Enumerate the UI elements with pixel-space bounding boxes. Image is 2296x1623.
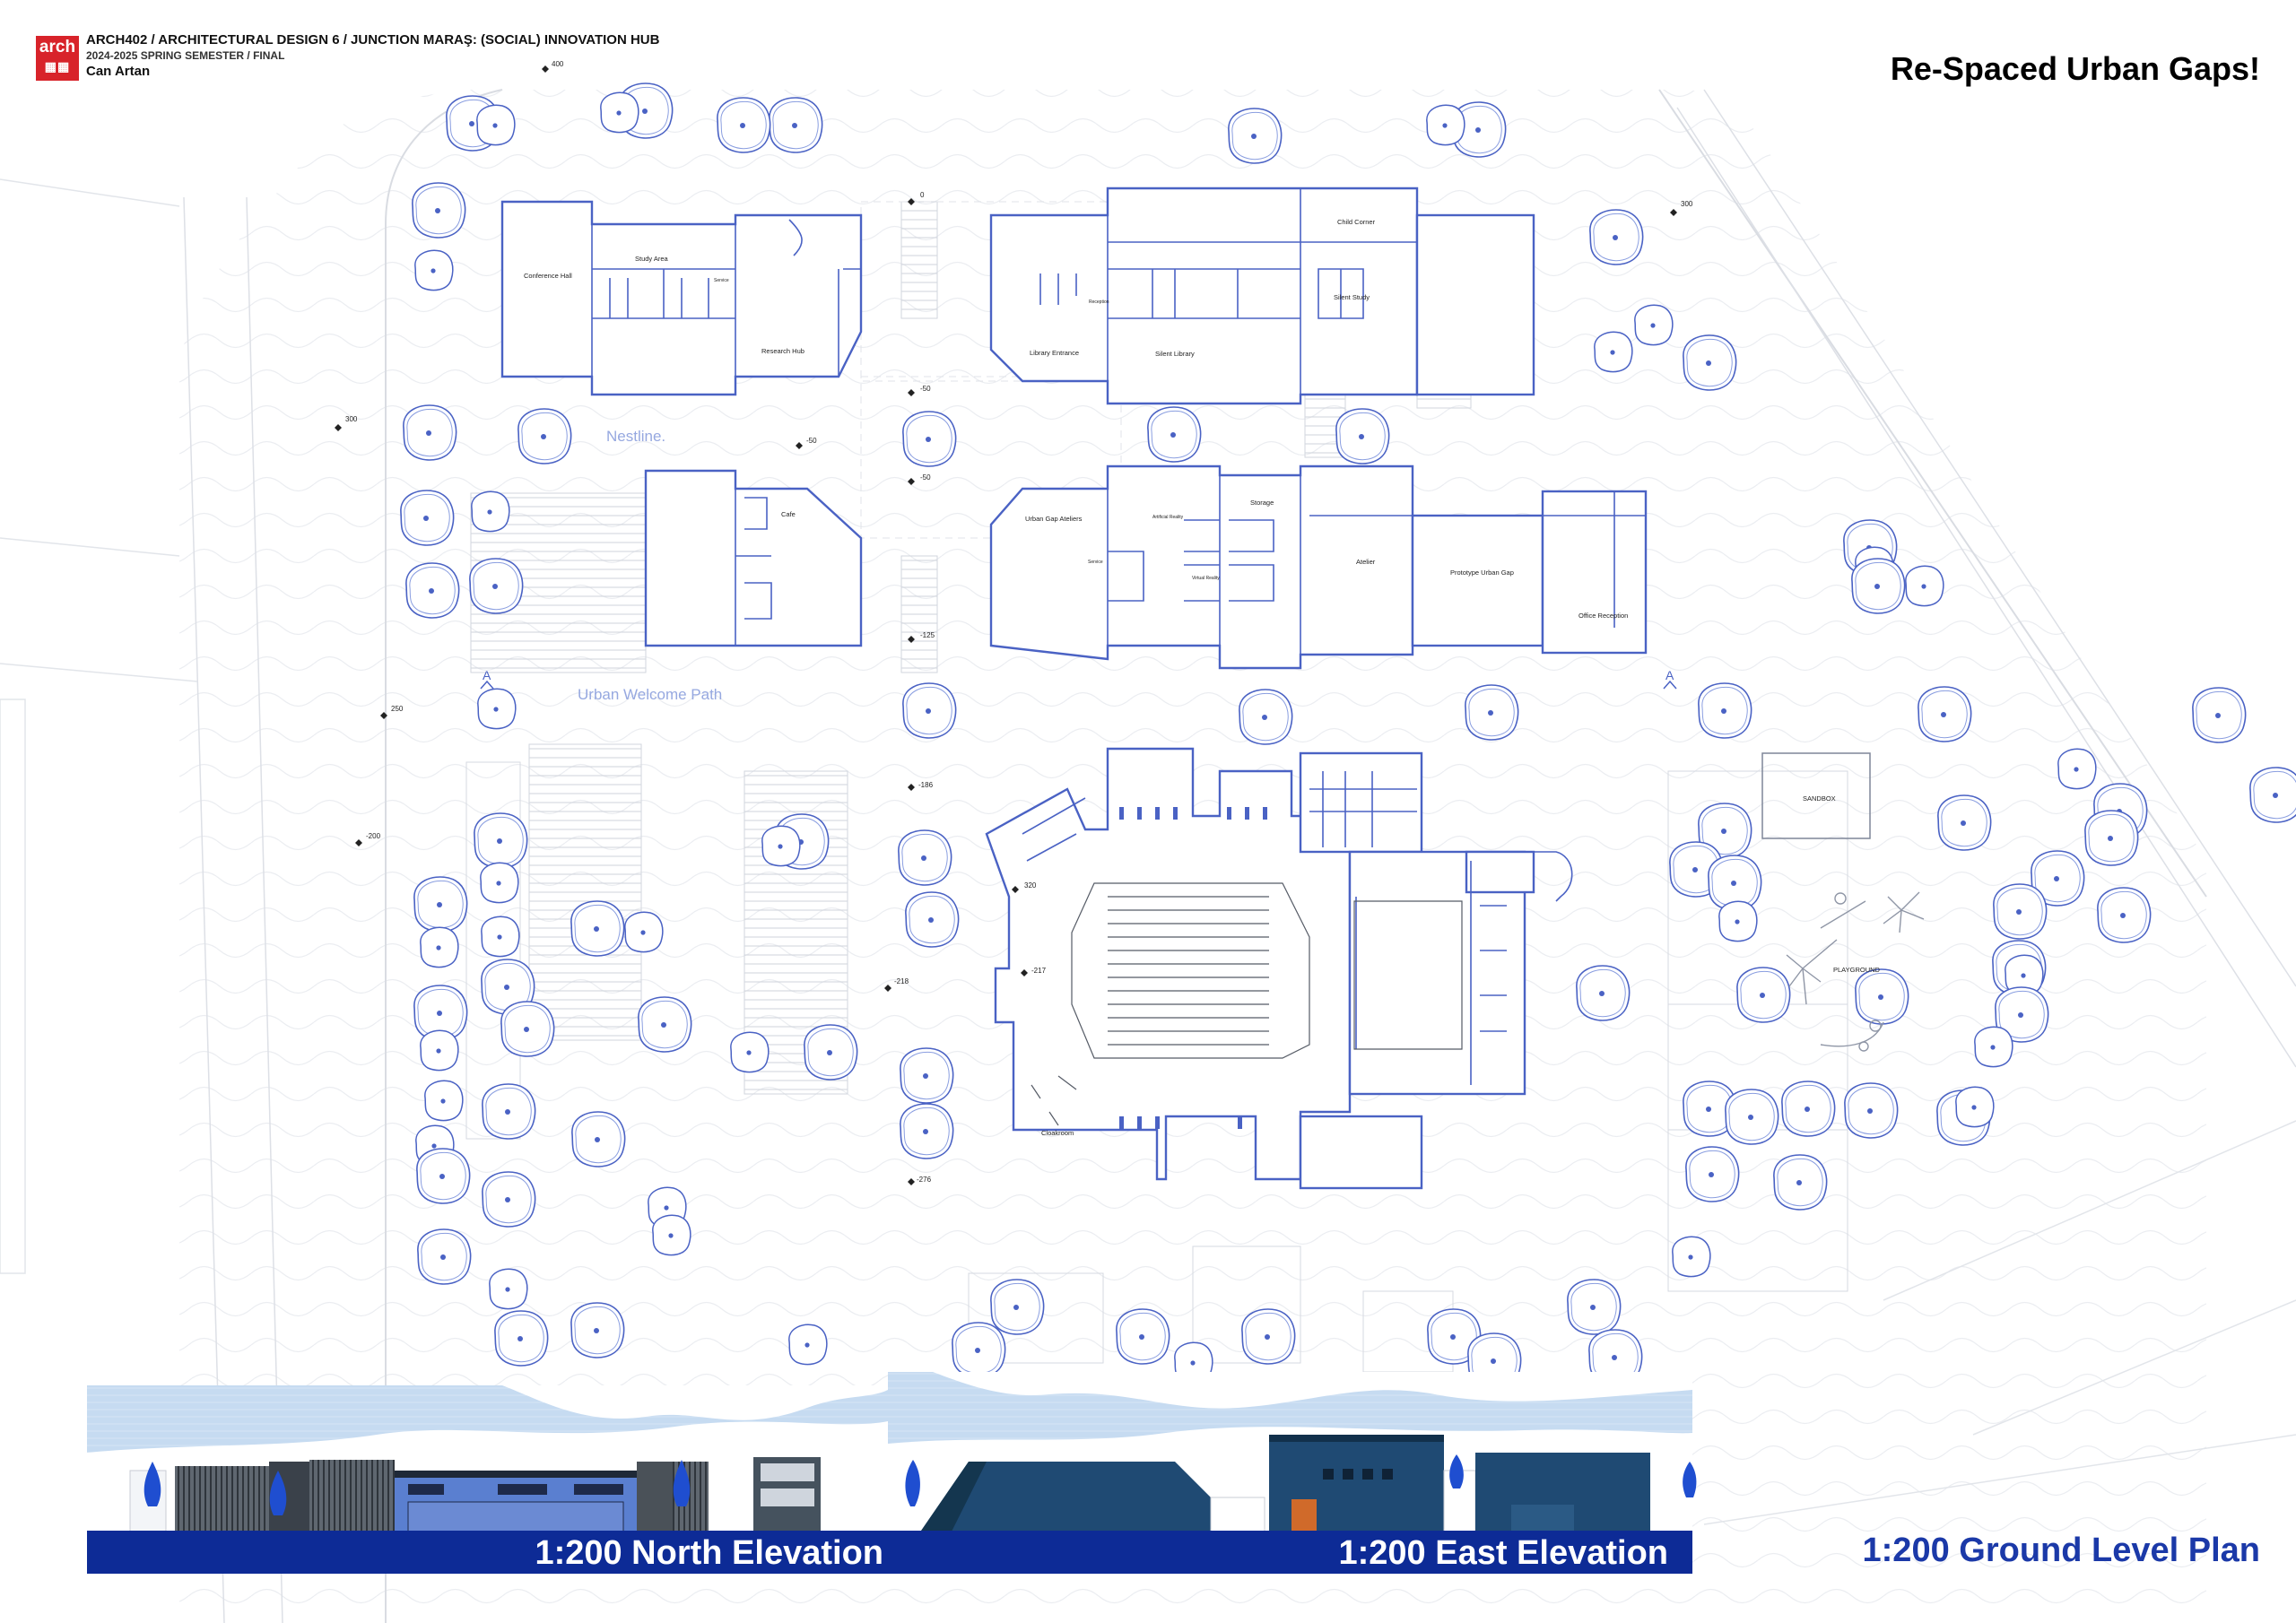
logo-grid-icon: ▦▦ [44,59,71,74]
arch-logo: arch ▦▦ [36,36,79,81]
room-cloakroom: Cloakroom [1041,1129,1074,1137]
level-marker: -50 [908,385,931,396]
north-elevation [87,1385,888,1534]
building-wc-north [1299,751,1423,854]
author-name: Can Artan [86,64,151,79]
level-marker: -276 [908,1176,932,1185]
room-cafe: Cafe [781,510,796,518]
building-office [1541,490,1648,655]
section-marks [480,680,1677,690]
room-artificial-reality: Artificial Reality [1152,515,1184,520]
logo-text: arch [39,38,76,56]
svg-text:0: 0 [920,191,925,199]
level-marker: 320 [1012,881,1037,893]
room-urban-gap-ateliers: Urban Gap Ateliers [1025,515,1083,523]
room-virtual-reality: Virtual Reality [1192,576,1220,581]
level-marker: -200 [355,832,381,846]
level-marker: -125 [908,631,935,643]
svg-text:300: 300 [345,415,358,423]
building-prototype [1411,514,1544,647]
level-marker: 300 [335,415,358,431]
level-marker: -50 [908,473,931,485]
building-backstage [1465,850,1535,894]
svg-text:-276: -276 [917,1176,932,1184]
room-silent-study: Silent Study [1334,293,1370,301]
building-wc-south [1299,1115,1423,1190]
level-marker: 400 [542,60,564,73]
room-office-reception: Office Reception [1578,612,1628,620]
room-study-area: Study Area [635,255,669,263]
svg-text:-125: -125 [920,631,935,639]
svg-text:400: 400 [552,60,564,68]
sheet-title: Re-Spaced Urban Gaps! [1890,50,2260,87]
room-conference-hall: Conference Hall [524,272,572,280]
playground-sculpture [1786,891,1925,1052]
east-elevation [888,1372,1697,1534]
svg-text:-50: -50 [920,473,931,482]
course-title: ARCH402 / ARCHITECTURAL DESIGN 6 / JUNCT… [86,32,660,48]
welcome-path-label: Urban Welcome Path [578,686,722,703]
svg-text:300: 300 [1681,200,1693,208]
room-atelier: Atelier [1356,558,1376,566]
section-mark-west: A [483,668,491,682]
svg-text:-50: -50 [806,437,817,445]
nestline-label: Nestline. [606,428,665,445]
level-marker: -50 [796,437,817,449]
level-marker: 300 [1670,200,1693,216]
semester-label: 2024-2025 SPRING SEMESTER / FINAL [86,49,285,62]
level-marker: -218 [884,977,909,992]
svg-text:-186: -186 [918,781,934,789]
building-cafe [644,469,863,647]
level-marker: -217 [1021,967,1047,976]
level-marker: 0 [908,191,925,205]
room-service-2: Service [1088,560,1103,565]
north-elevation-title: 1:200 North Elevation [535,1534,883,1572]
room-library-entrance: Library Entrance [1030,349,1079,357]
room-silent-library: Silent Library [1155,350,1195,358]
room-service: Service [714,278,729,283]
room-storage: Storage [1250,499,1274,507]
level-marker: -186 [908,781,934,791]
svg-text:-50: -50 [920,385,931,393]
section-mark-east: A [1665,668,1674,682]
svg-text:320: 320 [1024,881,1037,890]
elevation-title-bar [87,1531,1692,1574]
level-marker: 250 [380,705,404,719]
room-research-hub: Research Hub [761,347,804,355]
room-reception: Reception [1089,299,1109,305]
area-sandbox: SANDBOX [1803,794,1836,803]
area-playground: PLAYGROUND [1833,966,1881,974]
svg-text:-218: -218 [894,977,909,985]
svg-text:-217: -217 [1031,967,1047,975]
room-prototype-urban-gap: Prototype Urban Gap [1450,568,1514,577]
building-ateliers [989,464,1414,670]
svg-text:250: 250 [391,705,404,713]
room-child-corner: Child Corner [1337,218,1376,226]
building-child-annex [1415,213,1535,396]
plan-title: 1:200 Ground Level Plan [1862,1532,2260,1569]
svg-text:-200: -200 [366,832,381,840]
east-elevation-title: 1:200 East Elevation [1338,1534,1668,1572]
